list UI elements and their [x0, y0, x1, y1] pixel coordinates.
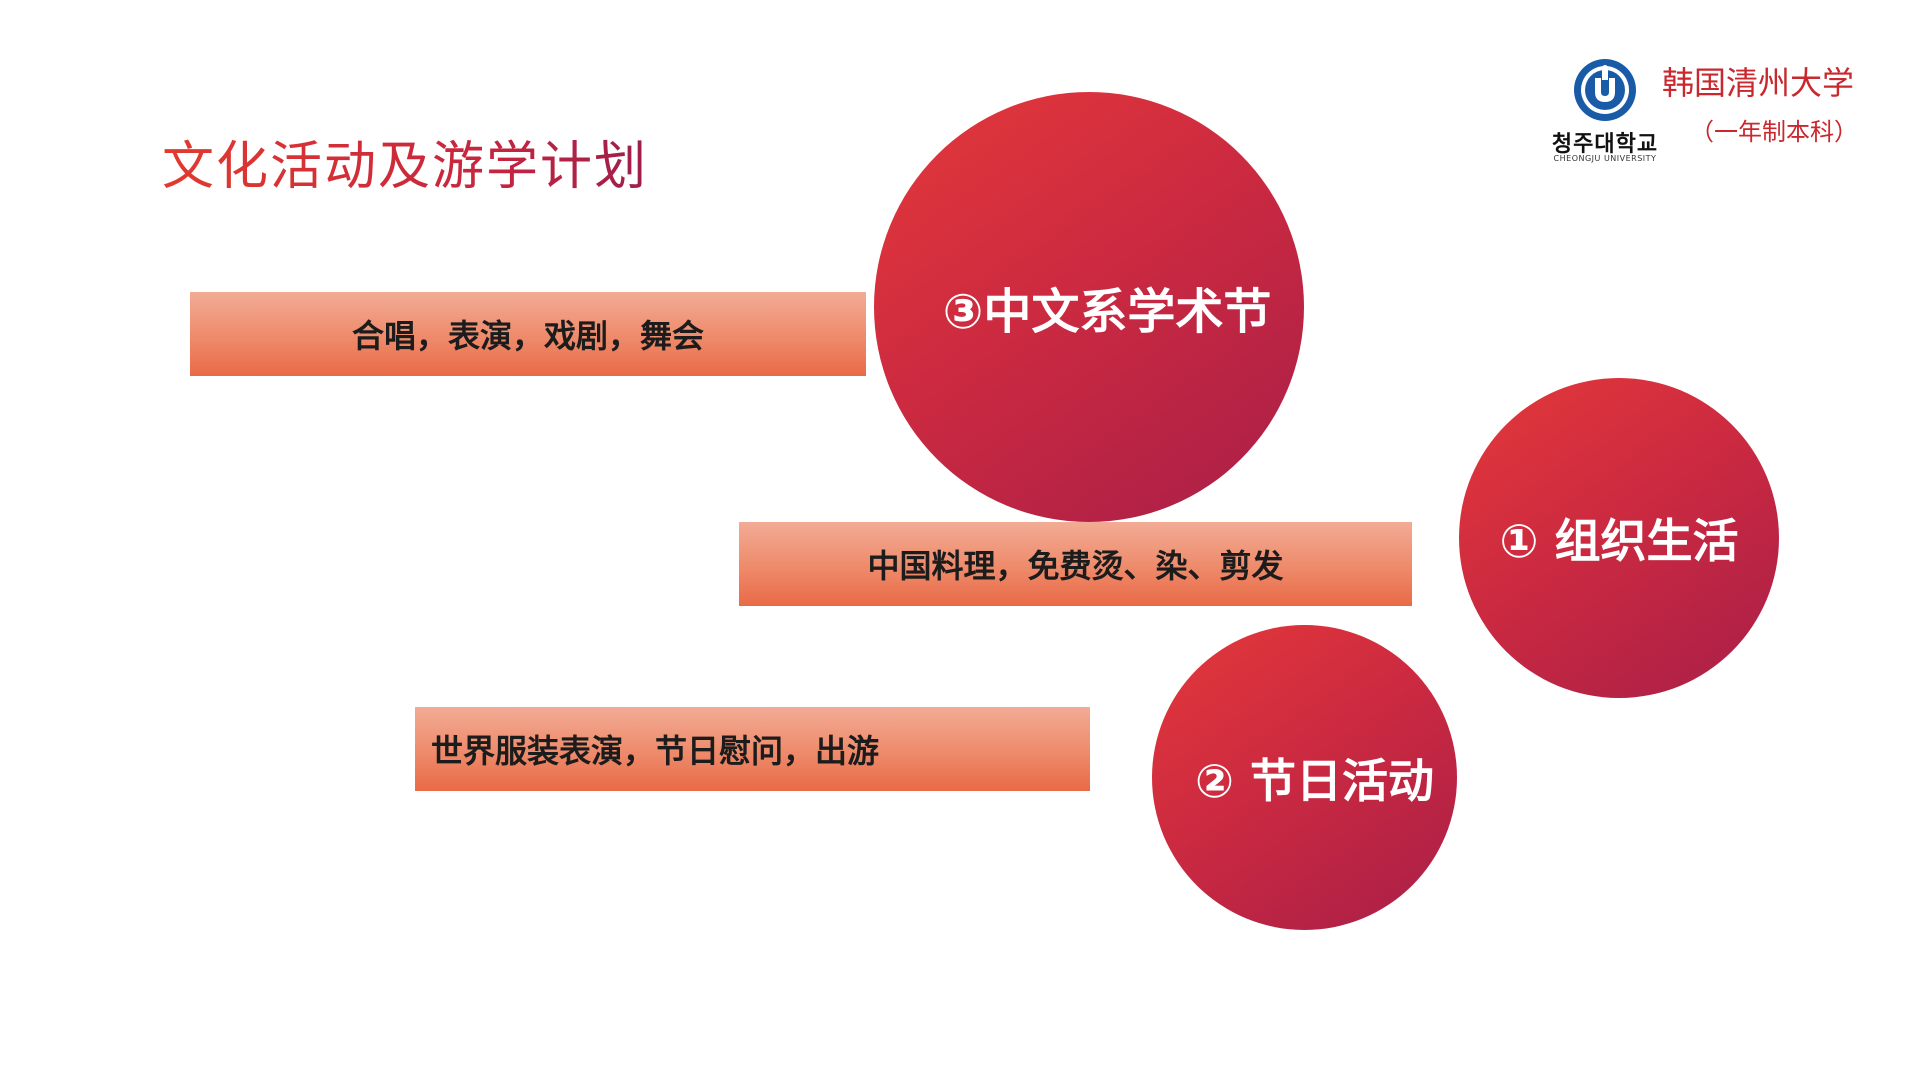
activity-bar-academic-festival: 合唱，表演，戏剧，舞会 [190, 292, 866, 376]
activity-circle-label: ① 组织生活 [1499, 514, 1739, 568]
activity-bar-festival-events: 世界服装表演，节日慰问，出游 [415, 707, 1090, 791]
university-name: 韩国清州大学 [1662, 64, 1855, 102]
university-seal-icon [1574, 59, 1636, 121]
activity-bar-text: 世界服装表演，节日慰问，出游 [431, 732, 880, 770]
activity-circle-academic-festival: ③中文系学术节 [874, 92, 1304, 522]
activity-bar-text: 合唱，表演，戏剧，舞会 [351, 317, 704, 355]
program-type: （一年制本科） [1690, 118, 1858, 146]
activity-circle-label: ③中文系学术节 [942, 284, 1272, 340]
logo-english-name: CHEONGJU UNIVERSITY [1553, 154, 1657, 163]
page-title: 文化活动及游学计划 [162, 124, 648, 199]
activity-circle-festival-events: ② 节日活动 [1152, 625, 1457, 930]
activity-circle-label: ② 节日活动 [1195, 753, 1434, 808]
university-logo: 청주대학교 CHEONGJU UNIVERSITY [1545, 56, 1680, 166]
activity-bar-text: 中国料理，免费烫、染、剪发 [867, 547, 1284, 585]
logo-korean-name: 청주대학교 [1551, 132, 1659, 157]
activity-bar-organization-life: 中国料理，免费烫、染、剪发 [739, 522, 1412, 606]
activity-circle-organization-life: ① 组织生活 [1459, 378, 1779, 698]
